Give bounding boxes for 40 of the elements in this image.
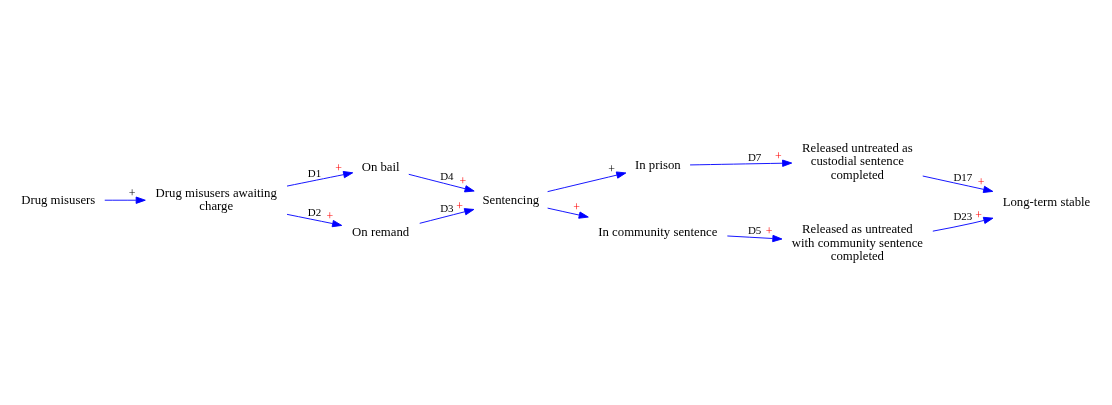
node-text: Released as untreated with community sentence completed — [791, 221, 923, 264]
label: + — [459, 173, 467, 188]
node-text: Long-term stable — [1002, 195, 1091, 210]
arrow — [547, 207, 589, 219]
arrow — [547, 171, 627, 193]
node-text: In community sentence — [598, 224, 718, 239]
label: + — [573, 200, 581, 215]
edge-label: D3 — [440, 201, 454, 214]
arrow — [286, 213, 343, 228]
label: + — [977, 174, 985, 189]
node-text: Sentencing — [482, 192, 540, 207]
label: + — [765, 224, 773, 239]
node-text: On remand — [352, 225, 410, 240]
node-text: Drug misusers awaiting charge — [155, 185, 277, 214]
label: + — [456, 198, 463, 213]
edge-label: D7 — [747, 150, 762, 163]
arrow — [286, 171, 354, 187]
edge-label: D1 — [307, 167, 322, 180]
label: + — [608, 162, 615, 177]
edge-label: D5 — [747, 223, 762, 236]
label: + — [335, 161, 342, 176]
arrow — [932, 216, 994, 232]
arrow — [726, 234, 783, 243]
edge-label: D4 — [440, 169, 454, 182]
node-text: In prison — [634, 157, 681, 172]
arrow — [408, 173, 475, 193]
arrow — [922, 175, 994, 193]
edge-label: D2 — [307, 206, 322, 219]
label: + — [975, 207, 982, 222]
node-text: Drug misusers — [21, 192, 96, 207]
arrow — [419, 208, 475, 224]
label: + — [128, 186, 136, 201]
node-text: On bail — [361, 159, 400, 174]
edge-label: D23 — [953, 209, 973, 222]
arrow — [689, 159, 793, 167]
node-text: Released untreated as custodial sentence completed — [802, 140, 913, 182]
edge-label: D17 — [953, 170, 973, 183]
label: + — [326, 208, 334, 223]
arrow — [104, 196, 146, 204]
label: + — [775, 149, 782, 164]
